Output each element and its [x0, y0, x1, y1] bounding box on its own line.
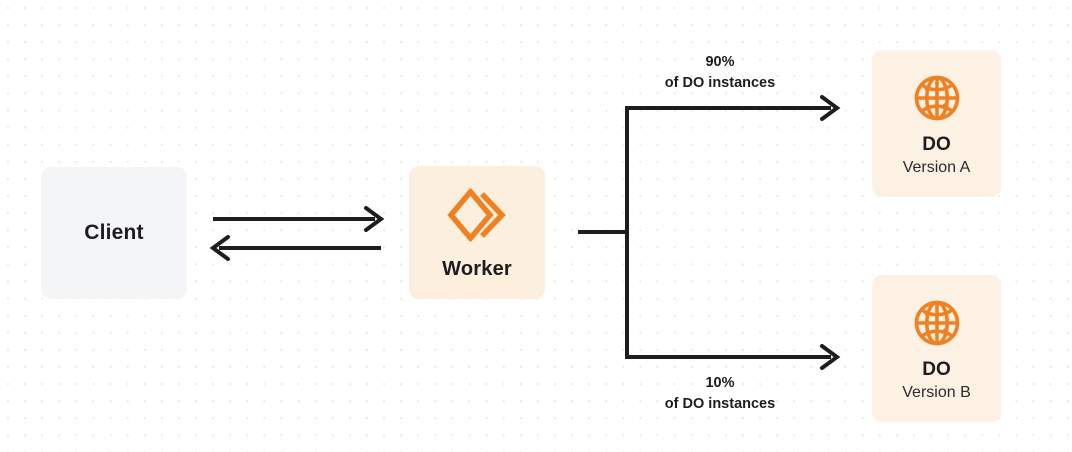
edge-label-do-a-caption: of DO instances [664, 74, 776, 91]
arrow-worker-to-client [209, 235, 381, 261]
globe-icon [909, 295, 965, 351]
edge-label-do-a: 90% of DO instances [595, 52, 845, 93]
edge-label-do-b-percent: 10% [705, 375, 735, 391]
edge-label-do-b-caption: of DO instances [664, 395, 776, 412]
node-client[interactable]: Client [41, 167, 187, 299]
arrow-worker-to-do-b [625, 344, 841, 370]
node-do-a-label: DO [922, 134, 951, 156]
node-do-a-version: Version A [902, 159, 971, 177]
globe-icon [909, 70, 965, 126]
arrow-client-to-worker [213, 206, 385, 232]
node-client-label: Client [84, 221, 144, 244]
node-worker-label: Worker [442, 258, 512, 280]
node-do-version-b[interactable]: DO Version B [872, 275, 1001, 422]
node-do-version-a[interactable]: DO Version A [872, 50, 1001, 197]
arrow-worker-to-do-a [625, 95, 841, 121]
node-worker[interactable]: Worker [409, 166, 545, 299]
node-do-b-version: Version B [902, 384, 971, 402]
cloudflare-workers-icon [445, 184, 509, 246]
edge-label-do-b: 10% of DO instances [595, 373, 845, 414]
node-do-b-label: DO [922, 359, 951, 381]
edge-label-do-a-percent: 90% [705, 54, 735, 70]
